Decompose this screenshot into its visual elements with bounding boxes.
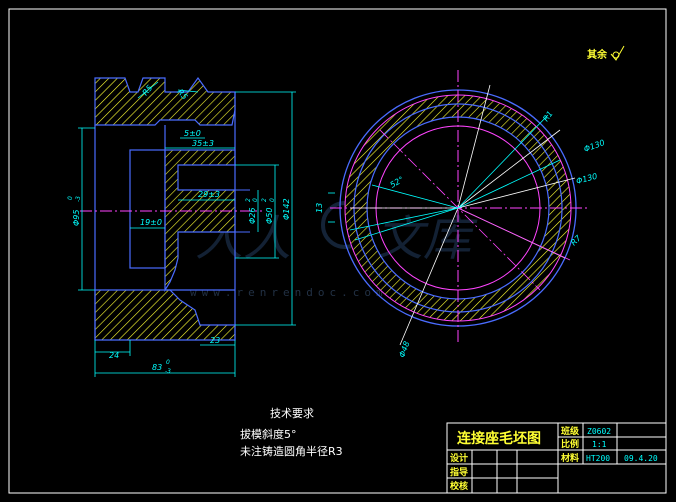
svg-text:-3: -3 bbox=[165, 368, 171, 375]
dim-phi95: Φ95 bbox=[72, 210, 81, 226]
tech-requirements-heading: 技术要求 bbox=[270, 407, 314, 420]
dim-phi26: Φ26 bbox=[248, 208, 257, 224]
drawing-title: 连接座毛坯图 bbox=[457, 430, 541, 447]
tb-label-design: 设计 bbox=[450, 452, 468, 464]
dim-83: 83 bbox=[152, 363, 162, 372]
tb-label-scale: 比例 bbox=[561, 438, 579, 450]
tb-scale-value: 1:1 bbox=[592, 440, 607, 449]
hub-hatch bbox=[164, 149, 236, 293]
tb-label-material: 材料 bbox=[560, 452, 579, 464]
svg-text:0: 0 bbox=[269, 198, 276, 202]
dim-phi130-b: Φ130 bbox=[575, 172, 598, 186]
tb-label-class: 班级 bbox=[561, 425, 580, 437]
dim-phi130-a: Φ130 bbox=[583, 138, 606, 154]
dim-phi142: Φ142 bbox=[282, 198, 291, 220]
tb-material-value: HT200 bbox=[586, 454, 610, 463]
dim-phi48: Φ48 bbox=[397, 340, 411, 359]
upper-hatch bbox=[94, 76, 236, 126]
dim-angle: 52° bbox=[389, 175, 406, 190]
roughness-symbol-icon bbox=[610, 45, 625, 61]
svg-text:2: 2 bbox=[261, 198, 268, 202]
lower-hatch bbox=[94, 289, 236, 341]
dim-5: 5±0 bbox=[184, 129, 201, 138]
title-block bbox=[446, 422, 667, 494]
dim-23: 23 bbox=[210, 336, 220, 345]
svg-text:0: 0 bbox=[67, 196, 74, 200]
dim-r7: R7 bbox=[569, 233, 584, 248]
svg-text:2: 2 bbox=[245, 198, 252, 202]
watermark-text: www.renrendoc.com bbox=[190, 286, 388, 299]
svg-text:-3: -3 bbox=[75, 196, 82, 202]
svg-text:0: 0 bbox=[166, 359, 170, 366]
dim-r1: R1 bbox=[541, 109, 554, 123]
technical-requirements: 技术要求 拔模斜度5° 未注铸造圆角半径R3 bbox=[240, 405, 343, 460]
tb-label-check: 校核 bbox=[450, 480, 468, 492]
surface-finish-note: 其余 bbox=[587, 45, 625, 61]
tech-requirement-item: 未注铸造圆角半径R3 bbox=[240, 445, 343, 458]
dim-29: 29±3 bbox=[198, 190, 220, 199]
svg-text:0: 0 bbox=[252, 198, 259, 202]
dim-phi50: Φ50 bbox=[265, 208, 274, 224]
dim-35: 35±3 bbox=[192, 139, 214, 148]
drawing-frame bbox=[8, 8, 667, 494]
svg-text:文库: 文库 bbox=[375, 211, 478, 267]
surface-note-text: 其余 bbox=[587, 48, 608, 61]
dim-19: 19±0 bbox=[140, 218, 162, 227]
tb-label-guide: 指导 bbox=[450, 466, 468, 478]
section-view: R5 R5 5±0 35±3 29±3 19±0 24 23 83 0 -3 Φ… bbox=[67, 76, 296, 377]
tb-date-value: 09.4.20 bbox=[624, 454, 658, 463]
tb-class-value: Z0602 bbox=[587, 427, 611, 436]
dim-24: 24 bbox=[109, 351, 119, 360]
dim-13: 13 bbox=[315, 203, 324, 213]
tech-requirement-item: 拔模斜度5° bbox=[240, 428, 297, 441]
